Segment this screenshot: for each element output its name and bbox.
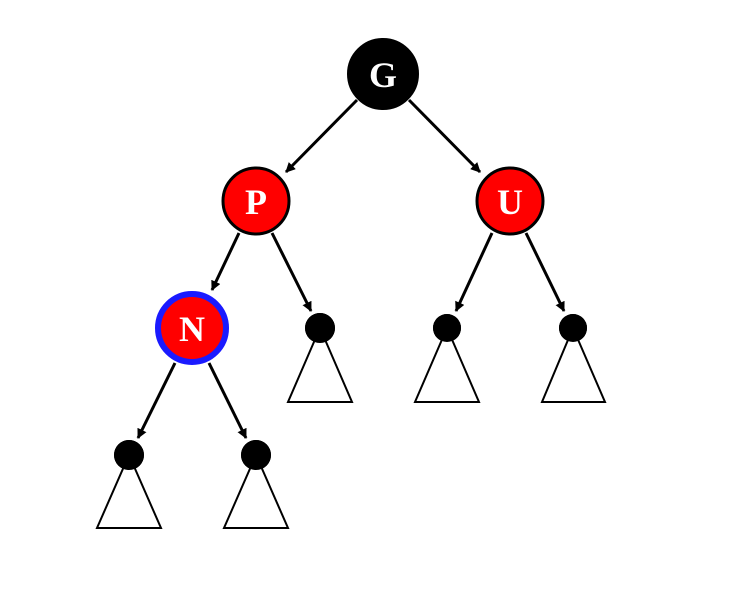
subtree-triangle — [413, 325, 481, 403]
subtree-triangle — [540, 325, 607, 403]
edges — [136, 98, 566, 439]
edge-g-to-u — [407, 98, 482, 174]
subtree-n-right — [222, 440, 290, 529]
edge-u-to-left-subtree — [454, 232, 494, 312]
subtree-n-left — [95, 440, 163, 529]
edge-u-to-right-subtree — [524, 232, 566, 312]
subtree-u-left — [413, 314, 481, 403]
subtree-u-right — [540, 314, 607, 403]
subtree-p-right — [286, 313, 354, 403]
subtree-triangle — [286, 325, 354, 403]
node-u: U — [475, 166, 545, 236]
edge-g-to-p — [284, 98, 359, 174]
edge-p-to-subtree — [270, 232, 313, 312]
node-u-label: U — [497, 182, 523, 222]
node-n-label: N — [179, 309, 205, 349]
node-p: P — [221, 166, 291, 236]
node-n: N — [155, 291, 229, 365]
node-g-label: G — [369, 55, 397, 95]
subtree-triangle — [95, 452, 163, 529]
edge-n-to-left-subtree — [136, 362, 177, 439]
node-g: G — [347, 38, 419, 110]
edge-n-to-right-subtree — [207, 362, 248, 439]
node-p-label: P — [245, 182, 267, 222]
subtree-triangle — [222, 452, 290, 529]
edge-p-to-n — [210, 232, 241, 291]
